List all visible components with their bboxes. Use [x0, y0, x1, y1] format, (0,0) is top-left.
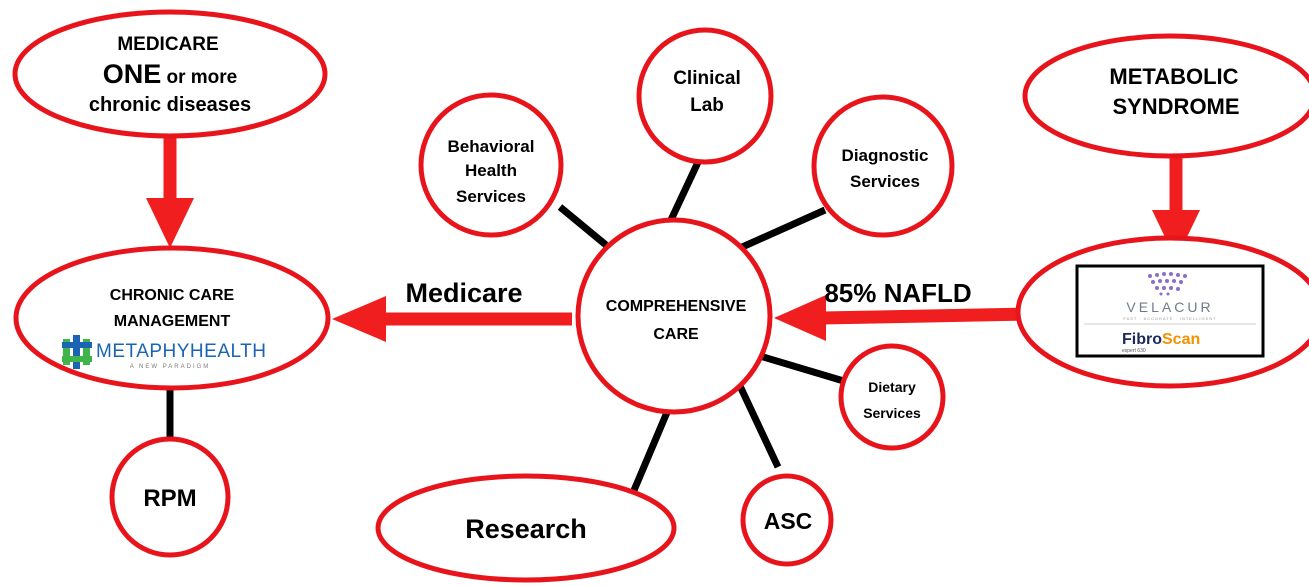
node-chronic-care-management: CHRONIC CARE MANAGEMENT METAPHYHEALTH A …: [13, 245, 331, 391]
clinical-line2: Lab: [690, 95, 724, 116]
node-research: Research: [375, 473, 677, 583]
fibroscan-wordmark: FibroScan: [1122, 331, 1200, 348]
behavioral-line2: Health: [465, 161, 517, 180]
node-medicare: MEDICARE ONE or more chronic diseases: [12, 9, 328, 139]
velacur-dots-icon: [1148, 272, 1187, 296]
metabolic-line1: METABOLIC: [1109, 64, 1238, 89]
node-asc: ASC: [740, 473, 834, 567]
diagnostic-line2: Services: [850, 172, 920, 191]
ccm-line2: MANAGEMENT: [114, 313, 231, 330]
clinical-line1: Clinical: [673, 68, 741, 89]
medicare-line3: chronic diseases: [89, 94, 251, 116]
research-label: Research: [465, 514, 587, 544]
dietary-line1: Dietary: [868, 379, 916, 395]
node-velacur-fibroscan: VELACUR FAST · ACCURATE · INTELLIGENT Fi…: [1015, 235, 1309, 389]
node-comprehensive-care: COMPREHENSIVE CARE: [575, 217, 773, 415]
logo-box: [1075, 264, 1265, 358]
arrow-metabolic-to-velacur: [1152, 150, 1200, 260]
asc-label: ASC: [764, 508, 813, 534]
dietary-line2: Services: [863, 405, 921, 421]
metabolic-line2: SYNDROME: [1112, 94, 1239, 119]
spoke-diagnostic: [738, 206, 827, 252]
node-rpm: RPM: [109, 436, 231, 558]
ccm-line1: CHRONIC CARE: [110, 287, 235, 304]
node-dietary-services: Dietary Services: [838, 343, 946, 451]
edge-label-nafld: 85% NAFLD: [824, 278, 971, 308]
spoke-dietary: [758, 352, 849, 386]
metaphyhealth-logo: METAPHYHEALTH A NEW PARADIGM: [62, 335, 267, 370]
arrow-medicare-to-ccm: [146, 128, 194, 248]
node-behavioral-health: Behavioral Health Services: [418, 92, 564, 238]
metaphyhealth-tagline: A NEW PARADIGM: [130, 364, 211, 370]
medicare-line1: MEDICARE: [117, 34, 218, 55]
center-line2: CARE: [653, 326, 699, 343]
metaphyhealth-wordmark: METAPHYHEALTH: [96, 341, 267, 362]
center-line1: COMPREHENSIVE: [606, 298, 747, 315]
spoke-behavioral: [557, 204, 609, 248]
node-clinical-lab: Clinical Lab: [636, 27, 774, 165]
velacur-tagline: FAST · ACCURATE · INTELLIGENT: [1123, 316, 1216, 321]
metaphyhealth-cross-icon: [62, 335, 92, 369]
rpm-label: RPM: [143, 485, 196, 512]
behavioral-line1: Behavioral: [448, 137, 535, 156]
spoke-clinical: [666, 156, 704, 224]
medicare-line2: ONE or more: [103, 59, 238, 89]
fibroscan-tagline: expert 630: [1122, 348, 1146, 354]
spoke-research: [628, 408, 672, 497]
behavioral-line3: Services: [456, 187, 526, 206]
arrow-velacur-to-center: [774, 295, 1031, 341]
node-metabolic-syndrome: METABOLIC SYNDROME: [1022, 33, 1309, 159]
arrow-center-to-ccm: [332, 296, 572, 342]
diagnostic-line1: Diagnostic: [842, 146, 929, 165]
spokes: [166, 156, 849, 497]
node-diagnostic-services: Diagnostic Services: [811, 94, 955, 238]
edge-label-medicare: Medicare: [405, 278, 522, 308]
spoke-asc: [736, 384, 782, 469]
velacur-wordmark: VELACUR: [1126, 299, 1213, 315]
